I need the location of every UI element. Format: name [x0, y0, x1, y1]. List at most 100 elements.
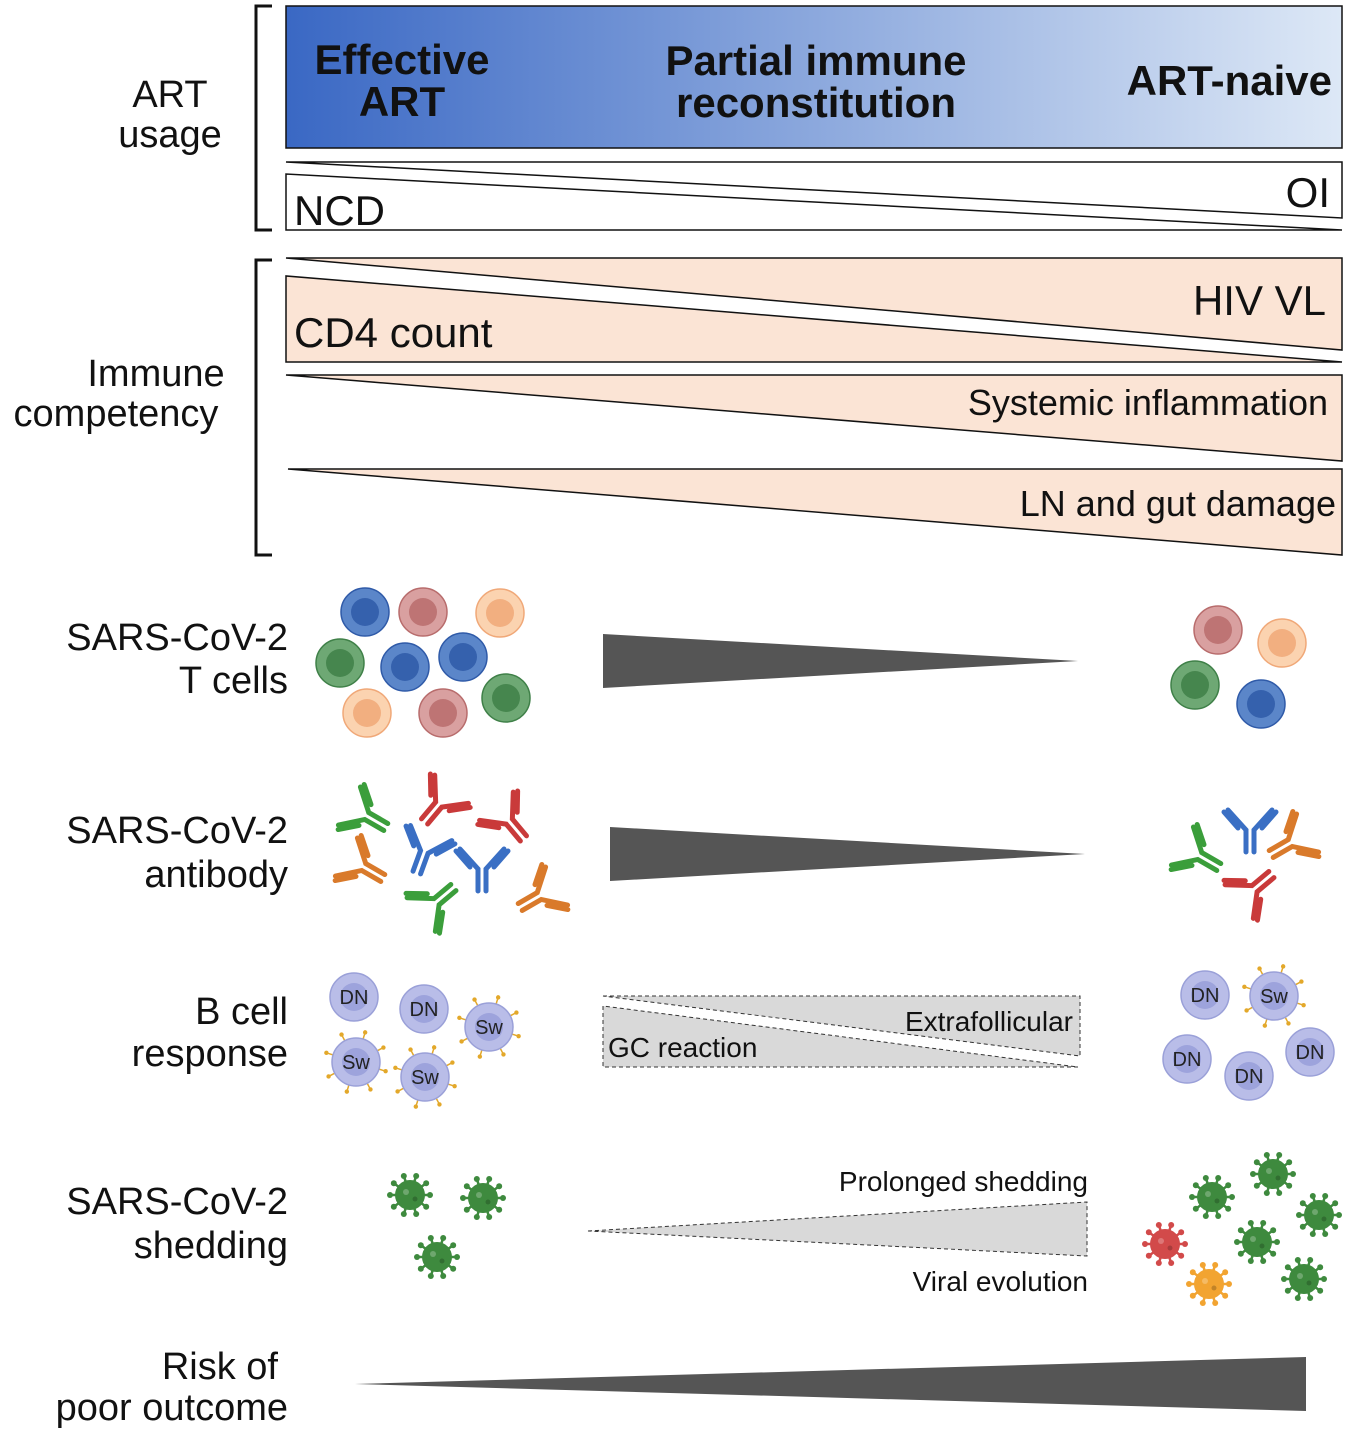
shedding-label-1: SARS-CoV-2: [66, 1181, 288, 1223]
t-cell: [380, 642, 430, 692]
t-cell: [1236, 679, 1286, 729]
b-cell-label: DN: [1173, 1049, 1202, 1071]
dn-b-cell: DN: [1224, 1051, 1274, 1101]
dn-b-cell: DN: [1162, 1034, 1212, 1084]
antibody-icon: [403, 882, 459, 936]
t-cell: [438, 632, 488, 682]
t-cell: [340, 587, 390, 637]
partial-reconstitution-label-2: reconstitution: [676, 79, 956, 126]
cd4-count-wedge: [285, 275, 1343, 363]
antibody-icon: [1168, 821, 1224, 873]
art-usage-bracket: [254, 4, 272, 232]
shedding-label-2: shedding: [134, 1225, 288, 1267]
b-cell-label: Sw: [475, 1017, 503, 1039]
virus-icon: [1296, 1192, 1342, 1238]
extrafollicular-label: Extrafollicular: [905, 1006, 1073, 1037]
b-cell-label: DN: [410, 999, 439, 1021]
cd4-count-label: CD4 count: [294, 309, 493, 356]
antibody-icon: [453, 846, 511, 894]
virus-icon: [1189, 1174, 1235, 1220]
antibody-label-1: SARS-CoV-2: [66, 810, 288, 852]
antibody-cluster: [332, 771, 1322, 936]
extrafollicular-wedge: [602, 995, 1081, 1057]
gc-reaction-label: GC reaction: [608, 1032, 757, 1063]
prolonged-shedding-label: Prolonged shedding: [839, 1166, 1088, 1197]
art-usage-label-2: usage: [118, 114, 222, 156]
effective-art-label-2: ART: [359, 78, 446, 125]
systemic-inflammation-wedge: [285, 374, 1343, 462]
immune-competency-label-2: competency: [14, 393, 219, 435]
b-cell-label: Sw: [1260, 986, 1288, 1008]
t-cell: [475, 588, 525, 638]
antibody-icon: [1221, 869, 1277, 923]
art-naive-label: ART-naive: [1127, 57, 1332, 104]
virus-icon: [1186, 1261, 1232, 1307]
antibody-icon: [335, 781, 391, 833]
b-cell-label: Sw: [342, 1052, 370, 1074]
t-cell: [481, 673, 531, 723]
dn-b-cell: DN: [329, 972, 379, 1022]
virus-icon: [1234, 1219, 1280, 1265]
partial-reconstitution-label-1: Partial immune: [665, 37, 966, 84]
ncd-wedge: [285, 173, 1343, 231]
ln-gut-damage-label: LN and gut damage: [1020, 483, 1336, 524]
antibody-icon: [403, 823, 458, 877]
t-cell: [1170, 660, 1220, 710]
immune-competency-bracket: [254, 258, 272, 557]
immune-competency-label-1: Immune: [87, 353, 224, 395]
art-gradient-bar: [285, 5, 1343, 149]
risk-increase-wedge: [355, 1357, 1306, 1411]
virus-icon: [460, 1175, 506, 1221]
oi-label: OI: [1286, 169, 1330, 216]
b-cell-label-2: response: [132, 1033, 288, 1075]
t-cells-label-1: SARS-CoV-2: [66, 617, 288, 659]
antibody-label-2: antibody: [144, 854, 288, 896]
virus-icon: [414, 1234, 460, 1280]
viral-evolution-label: Viral evolution: [913, 1266, 1088, 1297]
t-cell: [1257, 618, 1307, 668]
sw-b-cell: Sw: [393, 1045, 457, 1109]
t-cell-cluster: [315, 587, 1307, 738]
gc-reaction-wedge: [602, 1005, 1079, 1068]
virus-cluster: [387, 1151, 1342, 1307]
b-cell-label: DN: [1191, 985, 1220, 1007]
t-cell: [315, 638, 365, 688]
dn-b-cell: DN: [399, 984, 449, 1034]
risk-label-1: Risk of: [162, 1346, 279, 1388]
t-cell: [398, 587, 448, 637]
dn-b-cell: DN: [1285, 1027, 1335, 1077]
systemic-inflammation-label: Systemic inflammation: [968, 382, 1328, 423]
antibody-icon: [475, 788, 529, 844]
effective-art-label-1: Effective: [314, 36, 489, 83]
antibody-icon: [419, 771, 473, 827]
art-usage-label-1: ART: [132, 74, 207, 116]
b-cell-label: DN: [340, 987, 369, 1009]
t-cell: [1193, 605, 1243, 655]
antibody-icon: [515, 861, 571, 913]
t-cell: [418, 688, 468, 738]
antibody-icon: [1221, 807, 1279, 855]
oi-wedge: [285, 161, 1343, 219]
antibody-decrease-wedge: [610, 827, 1085, 881]
risk-label-2: poor outcome: [56, 1387, 288, 1429]
sw-b-cell: Sw: [457, 995, 521, 1059]
hiv-vl-wedge: [285, 257, 1343, 351]
b-cell-label: DN: [1296, 1042, 1325, 1064]
virus-icon: [1281, 1256, 1327, 1302]
ln-gut-damage-wedge: [287, 468, 1343, 556]
dn-b-cell: DN: [1180, 970, 1230, 1020]
b-cell-label-1: B cell: [195, 991, 288, 1033]
sw-b-cell: Sw: [1242, 964, 1306, 1028]
ncd-label: NCD: [294, 187, 385, 234]
t-cell: [342, 688, 392, 738]
t-cells-decrease-wedge: [603, 634, 1078, 688]
b-cell-label: Sw: [411, 1067, 439, 1089]
t-cells-label-2: T cells: [179, 660, 288, 702]
virus-icon: [387, 1172, 433, 1218]
b-cell-label: DN: [1235, 1066, 1264, 1088]
virus-icon: [1250, 1151, 1296, 1197]
hiv-vl-label: HIV VL: [1193, 277, 1326, 324]
shedding-increase-wedge: [587, 1201, 1088, 1257]
antibody-icon: [332, 832, 388, 884]
